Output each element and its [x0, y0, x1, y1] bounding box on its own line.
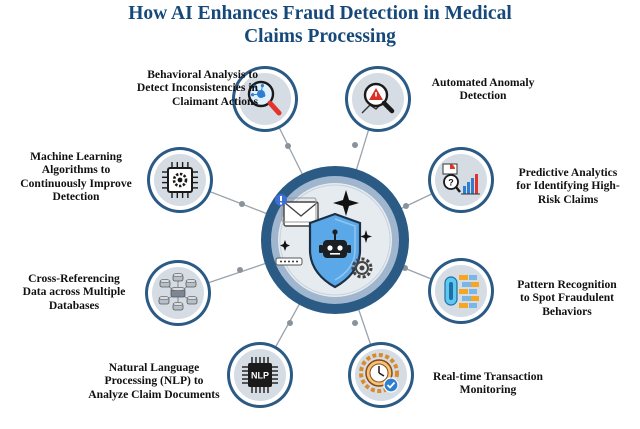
sparkle-icon [280, 190, 372, 251]
satellite-3-chip-gear-icon [147, 147, 213, 213]
satellite-8-clock-check-icon [348, 342, 414, 408]
label-anomaly-detection: Automated Anomaly Detection [431, 76, 535, 103]
satellite-4-analytics-chart-icon: ? [428, 147, 494, 213]
title-line-2: Claims Processing [244, 26, 396, 47]
central-hub [261, 166, 409, 314]
connector-dots [237, 142, 409, 326]
analytics-chart-icon: ? [442, 163, 480, 195]
satellite-5-database-network-icon [145, 260, 211, 326]
label-cross-referencing: Cross-Referencing Data across Multiple D… [22, 272, 126, 312]
anomaly-warning-icon [361, 82, 395, 114]
title-line-1: How AI Enhances Fraud Detection in Medic… [128, 3, 512, 24]
robot-shield-icon [308, 212, 362, 289]
page-title: How AI Enhances Fraud Detection in Medic… [0, 2, 640, 48]
label-behavioral-analysis: Behavioral Analysis to Detect Inconsiste… [136, 68, 258, 108]
nlp-chip-icon: NLP [242, 357, 278, 393]
magnifier-network-icon [247, 80, 282, 116]
clock-check-icon [359, 353, 399, 393]
satellite-6-pattern-blocks-icon [428, 258, 494, 324]
satellite-2-anomaly-warning-icon [345, 66, 411, 132]
alert-icon [275, 194, 287, 206]
label-nlp: Natural Language Processing (NLP) to Ana… [88, 361, 220, 401]
svg-text:?: ? [448, 178, 454, 188]
gear-icon [351, 257, 373, 279]
database-network-icon [158, 273, 198, 311]
label-realtime-monitoring: Real-time Transaction Monitoring [432, 370, 543, 397]
satellite-fill [435, 154, 487, 206]
satellite-7-nlp-chip-icon: NLP [227, 342, 293, 408]
satellite-1-magnifier-network-icon [232, 66, 298, 132]
label-pattern-recognition: Pattern Recognition to Spot Fraudulent B… [517, 278, 617, 318]
label-machine-learning: Machine Learning Algorithms to Continuou… [20, 150, 132, 204]
pattern-blocks-icon [444, 275, 479, 308]
form-lines-icon [275, 257, 303, 266]
mail-icon [281, 197, 319, 227]
chip-gear-icon [162, 162, 198, 198]
nlp-chip-text: NLP [251, 371, 269, 381]
label-predictive-analytics: Predictive Analytics for Identifying Hig… [516, 166, 620, 206]
